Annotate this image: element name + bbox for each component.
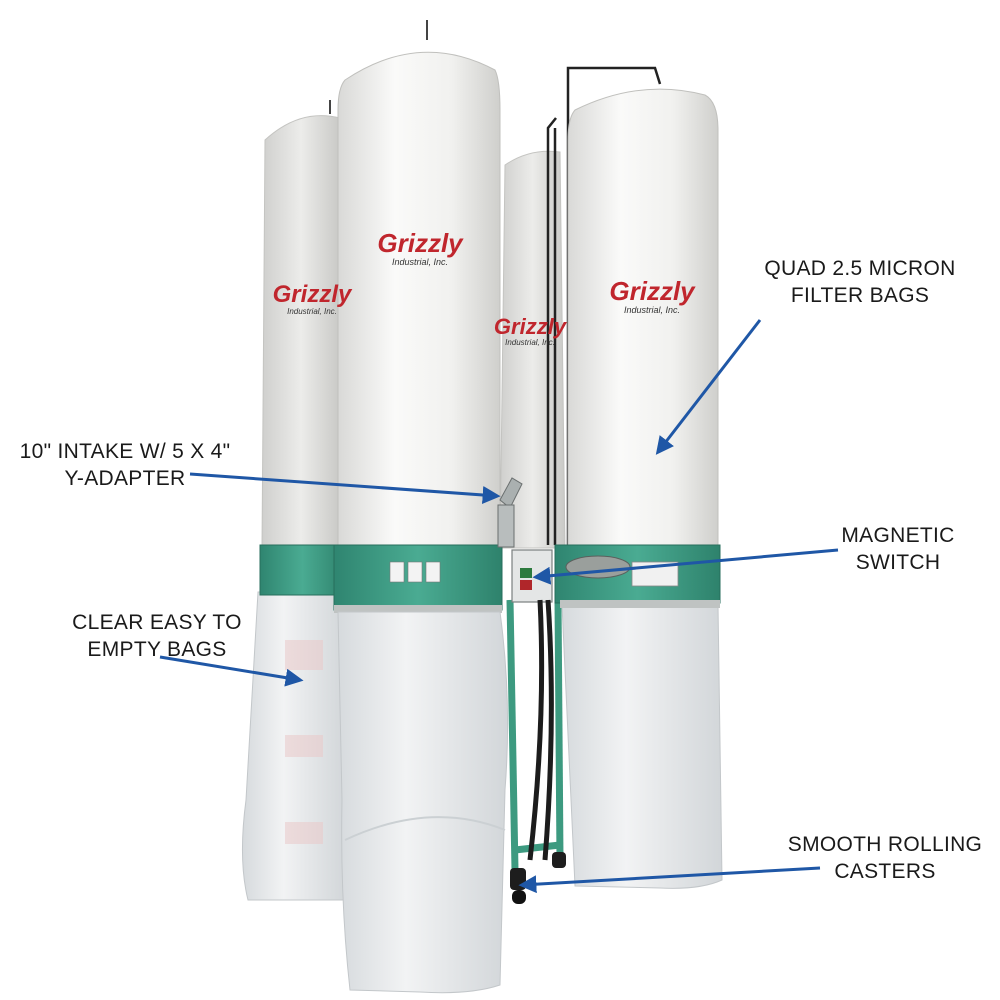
callout-line: Y-ADAPTER [64,467,186,490]
clear-bag-front [337,611,509,994]
clear-bag-back-left [241,591,346,901]
brand-subtitle: Industrial, Inc. [624,305,680,315]
arrow-filter-bags [655,319,762,455]
callout-switch: MAGNETIC SWITCH [818,522,978,576]
housing-front [333,544,503,613]
brand-logo-front: Grizzly Industrial, Inc. [377,228,464,267]
brand-subtitle: Industrial, Inc. [287,307,337,316]
callout-intake: 10" INTAKE W/ 5 X 4" Y-ADAPTER [0,438,250,492]
brand-name: Grizzly [494,314,568,339]
arrow-clear-bags [159,655,304,687]
callout-line: 10" INTAKE W/ 5 X 4" [19,440,231,463]
brand-name: Grizzly [377,228,464,258]
housing-back-left [259,544,346,596]
brand-logo-back-right: Grizzly Industrial, Inc. [494,314,568,347]
arrow-casters [518,866,821,894]
callout-line: EMPTY BAGS [87,638,227,661]
callout-line: QUAD 2.5 MICRON [764,257,956,280]
arrow-intake [189,472,501,504]
callout-casters: SMOOTH ROLLING CASTERS [772,831,998,885]
callout-line: CASTERS [834,860,936,883]
callout-clear-bags: CLEAR EASY TO EMPTY BAGS [52,609,262,663]
callout-line: CLEAR EASY TO [72,611,242,634]
casters [510,852,566,904]
brand-logo-right: Grizzly Industrial, Inc. [609,276,696,315]
brand-subtitle: Industrial, Inc. [505,338,555,347]
brand-logo-back-left: Grizzly Industrial, Inc. [273,281,353,316]
y-adapter-intake [497,477,523,548]
brand-subtitle: Industrial, Inc. [392,257,448,267]
clear-bag-right [561,604,723,889]
callout-arrows [159,319,839,894]
filter-bag-front [337,20,501,556]
brand-name: Grizzly [609,276,696,306]
stand-frame [506,599,564,871]
power-cord [527,599,554,861]
callout-line: FILTER BAGS [790,284,930,307]
callout-line: SMOOTH ROLLING [787,833,983,856]
callout-line: SWITCH [855,551,941,574]
arrow-switch [532,548,839,585]
housing-right [554,544,721,608]
callout-line: MAGNETIC [841,524,955,547]
filter-bag-right [567,88,719,556]
callout-filter-bags: QUAD 2.5 MICRON FILTER BAGS [722,255,998,309]
brand-name: Grizzly [273,281,353,308]
